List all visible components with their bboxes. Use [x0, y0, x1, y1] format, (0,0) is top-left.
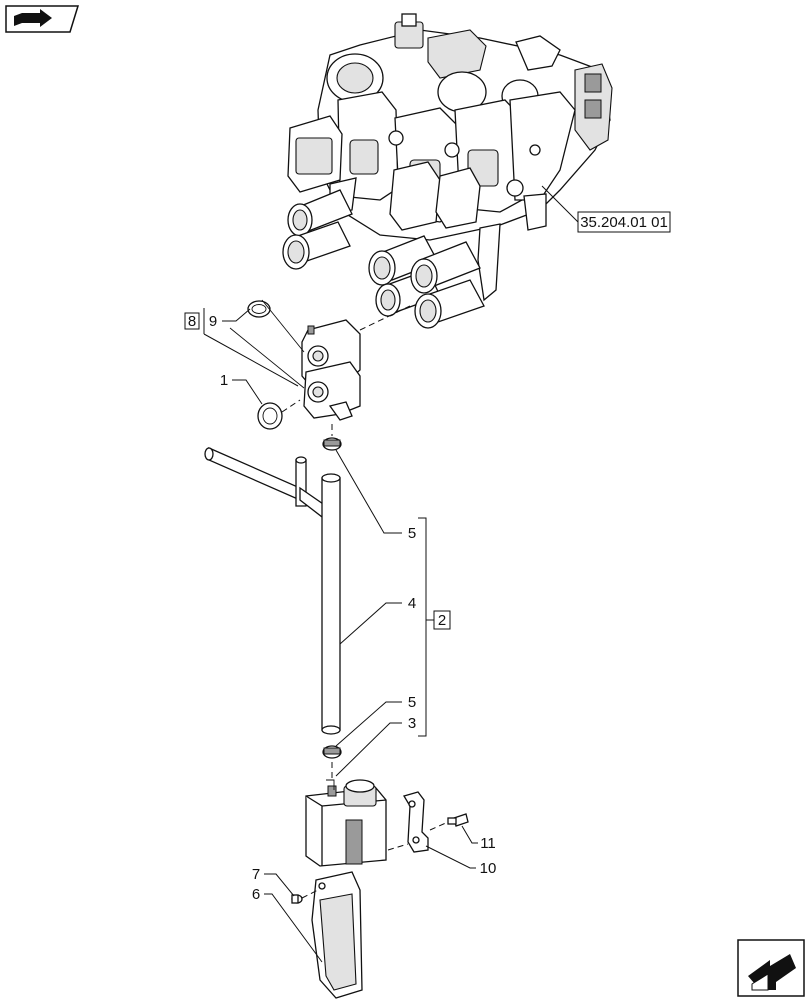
reservoir	[305, 779, 387, 867]
screw-11	[447, 813, 469, 827]
callout-11-label: 11	[480, 835, 496, 852]
hose-clamp-bottom	[322, 745, 342, 759]
mounting-bracket-10	[403, 791, 429, 853]
callout-4[interactable]: 4	[408, 595, 416, 612]
screw-7	[291, 894, 303, 904]
callout-10-label: 10	[480, 860, 497, 877]
drain-tube	[204, 447, 341, 735]
callout-8[interactable]: 8	[184, 312, 200, 330]
callout-2-label: 2	[438, 612, 446, 629]
reference-label: 35.204.01 01	[580, 214, 668, 231]
hydraulic-couplers-lower	[368, 235, 485, 329]
callout-4-label: 4	[408, 595, 416, 612]
callout-1[interactable]: 1	[220, 372, 228, 389]
hose-clamp-top	[322, 437, 342, 451]
seal-ring-9	[247, 300, 271, 318]
callout-5-bottom[interactable]: 5	[408, 694, 416, 711]
callout-9[interactable]: 9	[209, 313, 217, 330]
valve-block	[301, 319, 361, 421]
callout-2[interactable]: 2	[433, 610, 451, 630]
callout-6[interactable]: 6	[252, 886, 260, 903]
callout-6-label: 6	[252, 886, 260, 903]
callout-3-label: 3	[408, 715, 416, 732]
next-page-icon[interactable]	[737, 939, 805, 997]
reference-callout[interactable]: 35.204.01 01	[541, 185, 671, 233]
strap-bracket-6	[311, 871, 363, 999]
callout-1-label: 1	[220, 372, 228, 389]
callout-10[interactable]: 10	[480, 860, 497, 877]
hydraulic-couplers-left	[282, 189, 353, 270]
callout-5-top-label: 5	[408, 525, 416, 542]
control-valve-assembly	[282, 13, 613, 329]
callout-5-top[interactable]: 5	[408, 525, 416, 542]
callout-9-label: 9	[209, 313, 217, 330]
callout-3[interactable]: 3	[408, 715, 416, 732]
callout-11[interactable]: 11	[480, 835, 496, 852]
callout-8-label: 8	[188, 313, 196, 330]
previous-page-icon[interactable]	[5, 5, 80, 33]
seal-ring-1	[257, 402, 283, 430]
callout-7[interactable]: 7	[252, 866, 260, 883]
callout-7-label: 7	[252, 866, 260, 883]
callout-5-bottom-label: 5	[408, 694, 416, 711]
